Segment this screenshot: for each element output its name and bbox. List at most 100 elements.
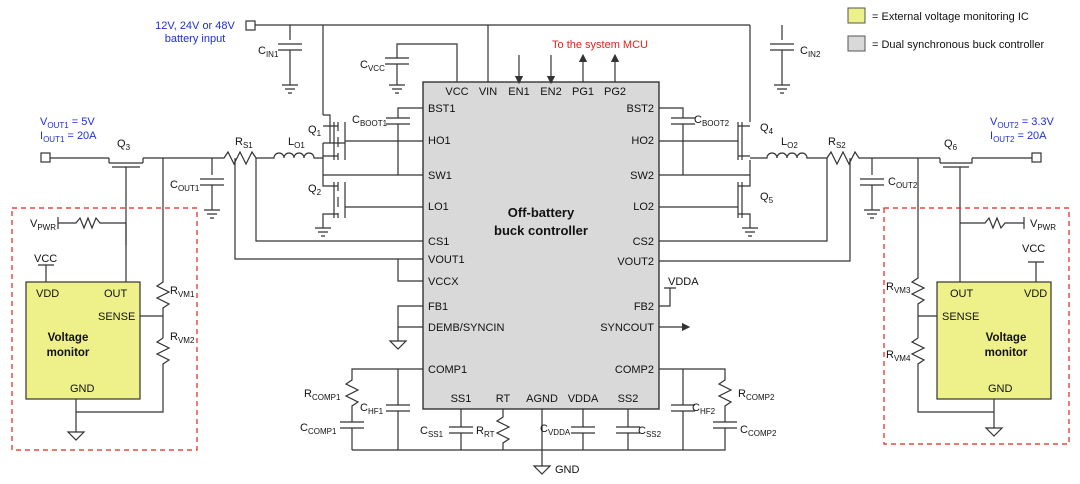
pin-bst1: BST1 bbox=[428, 103, 456, 115]
pin-vcc: VCC bbox=[445, 86, 468, 98]
q1-wires bbox=[322, 92, 423, 176]
cboot2-cap bbox=[659, 107, 695, 175]
monitor1-vpwr: VPWR bbox=[30, 218, 56, 232]
pin-comp1: COMP1 bbox=[428, 364, 467, 376]
monitor1-out: OUT bbox=[104, 288, 128, 300]
cs2-wire bbox=[659, 158, 828, 242]
cvcc-cap bbox=[385, 43, 458, 94]
rcomp1-label: RCOMP1 bbox=[304, 388, 341, 402]
vout2-terminal bbox=[1031, 152, 1042, 163]
pin-ho2: HO2 bbox=[631, 135, 654, 147]
pin-ss1: SS1 bbox=[451, 393, 472, 405]
q2-gnd bbox=[315, 227, 331, 237]
rs2-label: RS2 bbox=[828, 136, 846, 150]
monitor2-vdd: VDD bbox=[1024, 288, 1047, 300]
monitor2-out: OUT bbox=[950, 288, 974, 300]
iout2-label: IOUT2 = 20A bbox=[990, 130, 1047, 144]
ccomp2-label: CCOMP2 bbox=[740, 424, 777, 438]
cboot1-cap bbox=[386, 107, 423, 175]
pin-vin: VIN bbox=[479, 86, 497, 98]
fb1-wire bbox=[388, 305, 423, 350]
q4-fet bbox=[738, 122, 750, 160]
monitor2-wires bbox=[910, 158, 1044, 437]
cs1-wire bbox=[255, 158, 423, 242]
monitor2-ic bbox=[936, 281, 1052, 400]
pin-ho1: HO1 bbox=[428, 135, 451, 147]
monitor1-vcc: VCC bbox=[34, 253, 57, 265]
monitor1-wires bbox=[38, 158, 171, 441]
rvm1-label: RVM1 bbox=[170, 285, 195, 299]
q5-fet bbox=[659, 175, 758, 237]
monitor2-gnd: GND bbox=[988, 383, 1013, 395]
cin2-label: CIN2 bbox=[800, 45, 821, 59]
pin-lo1: LO1 bbox=[428, 201, 449, 213]
q3-fet bbox=[50, 157, 144, 245]
lo1-inductor bbox=[256, 152, 323, 159]
pin-vout2: VOUT2 bbox=[617, 256, 654, 268]
pin-agnd: AGND bbox=[526, 393, 558, 405]
rvm3-label: RVM3 bbox=[886, 281, 911, 295]
q6-fet bbox=[939, 157, 1032, 282]
pin-vdda: VDDA bbox=[568, 393, 599, 405]
input-label-1: 12V, 24V or 48V bbox=[155, 20, 235, 32]
monitor1-frame bbox=[11, 207, 198, 451]
ground-bus bbox=[352, 409, 720, 475]
pin-cs2: CS2 bbox=[633, 236, 654, 248]
monitor1-vdd: VDD bbox=[36, 288, 59, 300]
q3-label: Q3 bbox=[117, 138, 131, 152]
vout1-label: VOUT1 = 5V bbox=[40, 116, 95, 130]
legend-controller-label: = Dual synchronous buck controller bbox=[872, 39, 1044, 51]
pin-ss2: SS2 bbox=[618, 393, 639, 405]
vccx-wire bbox=[397, 259, 423, 282]
monitor1-title-1: Voltage bbox=[48, 332, 89, 344]
vout1-terminal bbox=[40, 152, 51, 163]
legend-external-swatch bbox=[847, 7, 866, 24]
controller-bottom-pins: SS1 RT AGND VDDA SS2 bbox=[451, 393, 639, 405]
input-label-2: battery input bbox=[165, 33, 226, 45]
q1-label: Q1 bbox=[308, 124, 322, 138]
comp2-network bbox=[659, 368, 737, 451]
q2-fet bbox=[322, 175, 423, 228]
legend-external-label: = External voltage monitoring IC bbox=[872, 11, 1029, 23]
pin-fb2: FB2 bbox=[634, 301, 654, 313]
pin-comp2: COMP2 bbox=[615, 364, 654, 376]
cin1-cap bbox=[278, 43, 302, 94]
monitor1-gnd: GND bbox=[70, 383, 95, 395]
css2-label: CSS2 bbox=[638, 425, 662, 439]
monitor2-title-2: monitor bbox=[985, 347, 1028, 359]
monitor1-title-2: monitor bbox=[47, 347, 90, 359]
lo2-label: LO2 bbox=[781, 136, 798, 150]
pin-cs1: CS1 bbox=[428, 236, 449, 248]
pin-syncout: SYNCOUT bbox=[600, 322, 654, 334]
controller-top-pins: VCC VIN EN1 EN2 PG1 PG2 bbox=[445, 86, 626, 98]
cvcc-label: CVCC bbox=[360, 59, 385, 73]
cvdda-cap bbox=[571, 409, 595, 450]
pin-vout1: VOUT1 bbox=[428, 254, 465, 266]
css1-label: CSS1 bbox=[420, 425, 444, 439]
monitor2-vpwr: VPWR bbox=[1030, 218, 1056, 232]
css2-cap bbox=[616, 409, 640, 450]
pin-pg2: PG2 bbox=[604, 86, 626, 98]
comp1-network bbox=[340, 368, 423, 450]
pin-sw1: SW1 bbox=[428, 170, 452, 182]
iout1-label: IOUT1 = 20A bbox=[40, 130, 97, 144]
pin-vccx: VCCX bbox=[428, 276, 459, 288]
vdda-wire bbox=[659, 287, 676, 307]
vdda-label: VDDA bbox=[668, 276, 699, 288]
pin-en1: EN1 bbox=[508, 86, 529, 98]
legend-controller-swatch bbox=[847, 35, 866, 52]
vout1-wire bbox=[234, 158, 423, 260]
pin-lo2: LO2 bbox=[633, 201, 654, 213]
controller-left-pins: BST1 HO1 SW1 LO1 CS1 VOUT1 VCCX FB1 DEMB… bbox=[428, 103, 504, 376]
pin-sw2: SW2 bbox=[630, 170, 654, 182]
monitor2-frame bbox=[883, 207, 1070, 445]
pin-bst2: BST2 bbox=[626, 103, 654, 115]
cout1-label: COUT1 bbox=[170, 179, 200, 193]
q4-wires bbox=[659, 100, 751, 176]
q2-label: Q2 bbox=[308, 183, 322, 197]
rvm2-label: RVM2 bbox=[170, 331, 195, 345]
pin-rt: RT bbox=[496, 393, 511, 405]
cout2-label: COUT2 bbox=[888, 176, 918, 190]
monitor1-ic bbox=[25, 281, 141, 400]
